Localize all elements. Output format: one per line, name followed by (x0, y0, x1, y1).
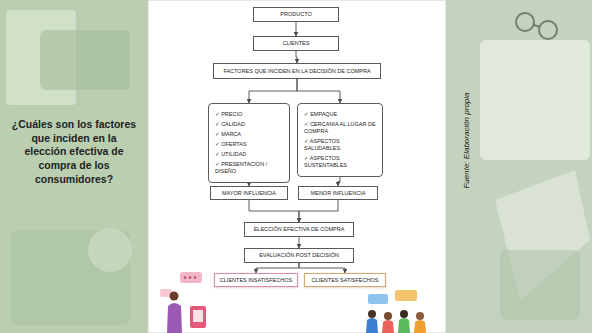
flow-connector (299, 200, 338, 222)
box-text: PRODUCTO (280, 11, 311, 18)
box-text: ✓ ASPECTOS SUSTENTABLES (304, 155, 376, 169)
box-text: ✓ OFERTAS (215, 141, 247, 148)
box-text: ✓ CERCANIA AL LUGAR DE COMPRA (304, 121, 376, 135)
dissatisfied-box: CLIENTES INSATISFECHOS (214, 273, 298, 287)
rating-card (395, 290, 417, 301)
box-text: ✓ UTILIDAD (215, 151, 246, 158)
satisfied-box: CLIENTES SATISFECHOS (304, 273, 386, 287)
glasses-lens (539, 21, 557, 39)
box-text: MENOR INFLUENCIA (311, 190, 366, 197)
question-text: ¿Cuáles son los factores que inciden en … (10, 118, 138, 186)
flow-connector (297, 79, 340, 103)
box-text: FACTORES QUE INCIDEN EN LA DECISIÓN DE C… (223, 68, 370, 75)
box-text: CLIENTES SATISFECHOS (312, 277, 379, 284)
product-box: PRODUCTO (253, 7, 339, 22)
box-text: MAYOR INFLUENCIA (222, 190, 276, 197)
flow-connector (296, 22, 297, 36)
chat-bubble (180, 272, 202, 283)
sad-customer-illustration (160, 272, 206, 333)
box-text: CLIENTES (283, 40, 310, 47)
major-influence-box: MAYOR INFLUENCIA (210, 186, 288, 200)
rating-card (368, 294, 388, 304)
cup-shape (88, 228, 132, 272)
left-panel (0, 0, 148, 333)
flow-connector (296, 51, 297, 63)
flow-connector (256, 263, 299, 273)
person-body (167, 303, 182, 333)
box-text: ✓ PRECIO (215, 111, 242, 118)
box-text: ✓ ASPECTOS SALUDABLES (304, 138, 376, 152)
hand-shape (40, 30, 130, 90)
center-panel (148, 0, 446, 333)
phone-shape (190, 306, 206, 328)
purchase-choice-box: ELECCIÓN EFECTIVA DE COMPRA (244, 222, 354, 237)
person-head (170, 292, 179, 301)
flow-connector (299, 263, 345, 273)
paper-shape (480, 40, 590, 160)
box-text: ELECCIÓN EFECTIVA DE COMPRA (254, 226, 345, 233)
minor-factors-list: ✓ EMPAQUE ✓ CERCANIA AL LUGAR DE COMPRA ✓ … (297, 103, 383, 177)
major-factors-list: ✓ PRECIO ✓ CALIDAD ✓ MARCA ✓ OFERTAS ✓ UTILI… (208, 103, 290, 183)
box-text: ✓ PRESENTACION / DISEÑO (215, 161, 283, 175)
post-evaluation-box: EVALUACIÓN POST DECISIÓN (244, 248, 354, 263)
box-text: ✓ CALIDAD (215, 121, 245, 128)
box-text: ✓ EMPAQUE (304, 111, 337, 118)
box-text: CLIENTES INSATISFECHOS (220, 277, 292, 284)
minor-influence-box: MENOR INFLUENCIA (298, 186, 378, 200)
right-panel (446, 0, 592, 333)
flow-connector (338, 177, 340, 186)
glasses-lens (516, 13, 534, 31)
clients-box: CLIENTES (253, 36, 339, 51)
source-note: Fuente: Elaboración propia (462, 92, 471, 188)
factors-box: FACTORES QUE INCIDEN EN LA DECISIÓN DE C… (213, 63, 381, 79)
happy-customers-illustration (366, 290, 426, 333)
flow-connector (249, 79, 297, 103)
glasses-bridge (534, 25, 540, 27)
flow-connector (299, 237, 300, 248)
box-text: EVALUACIÓN POST DECISIÓN (259, 252, 339, 259)
box-text: ✓ MARCA (215, 131, 241, 138)
flow-connector (249, 200, 299, 222)
stethoscope-shape (500, 250, 580, 320)
